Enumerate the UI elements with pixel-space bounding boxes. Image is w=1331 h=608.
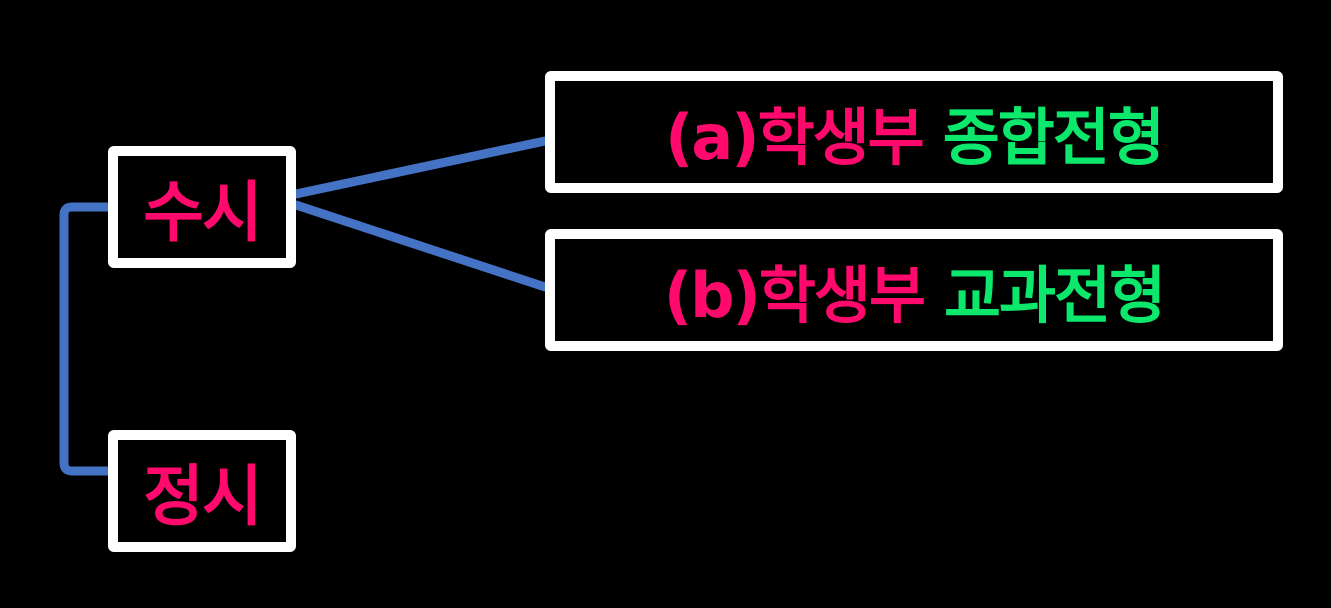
node-jeongsi-label: 정시: [143, 458, 262, 535]
connector-susi-option-a: [291, 136, 550, 199]
node-option-a: (a)학생부 종합전형: [545, 71, 1283, 193]
connector-susi-jeongsi: [59, 202, 108, 476]
node-option-a-prefix: (a)학생부: [665, 101, 925, 174]
node-option-b-highlight: 교과전형: [944, 259, 1166, 332]
node-jeongsi: 정시: [108, 430, 296, 552]
node-option-b: (b)학생부 교과전형: [545, 229, 1283, 351]
node-susi-label: 수시: [143, 174, 262, 251]
connector-susi-option-b: [291, 200, 550, 292]
node-option-a-highlight: 종합전형: [942, 101, 1165, 174]
node-susi: 수시: [108, 146, 296, 268]
node-option-b-prefix: (b)학생부: [663, 259, 926, 332]
